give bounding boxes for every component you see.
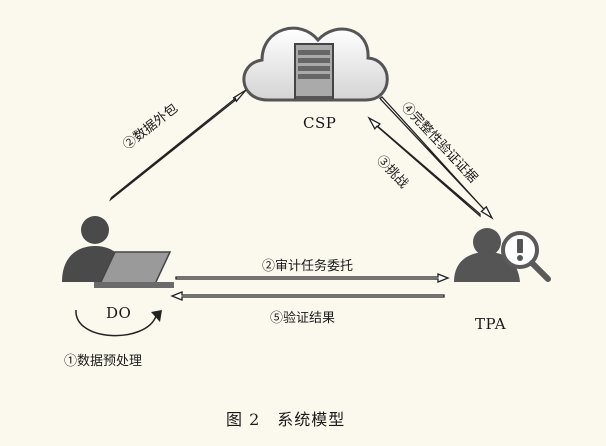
arrow-proof [379,96,494,220]
preprocess-label: ①数据预处理 [64,354,143,369]
preprocess-loop-arrow [75,309,162,337]
arrow-result [170,291,445,301]
csp-label: CSP [303,114,337,132]
result-label: ⑤验证结果 [270,311,336,326]
tpa-label: TPA [475,315,507,333]
do-label: DO [106,304,132,322]
delegate-label: ②审计任务委托 [262,259,354,274]
arrow-challenge [367,116,481,218]
auditor-magnifier-icon [454,228,551,282]
figure-caption: 图 2 系统模型 [226,410,346,429]
arrow-outsource [109,89,247,202]
user-laptop-icon [62,216,174,288]
cloud-server-icon [242,26,389,102]
arrow-delegate [175,273,450,283]
